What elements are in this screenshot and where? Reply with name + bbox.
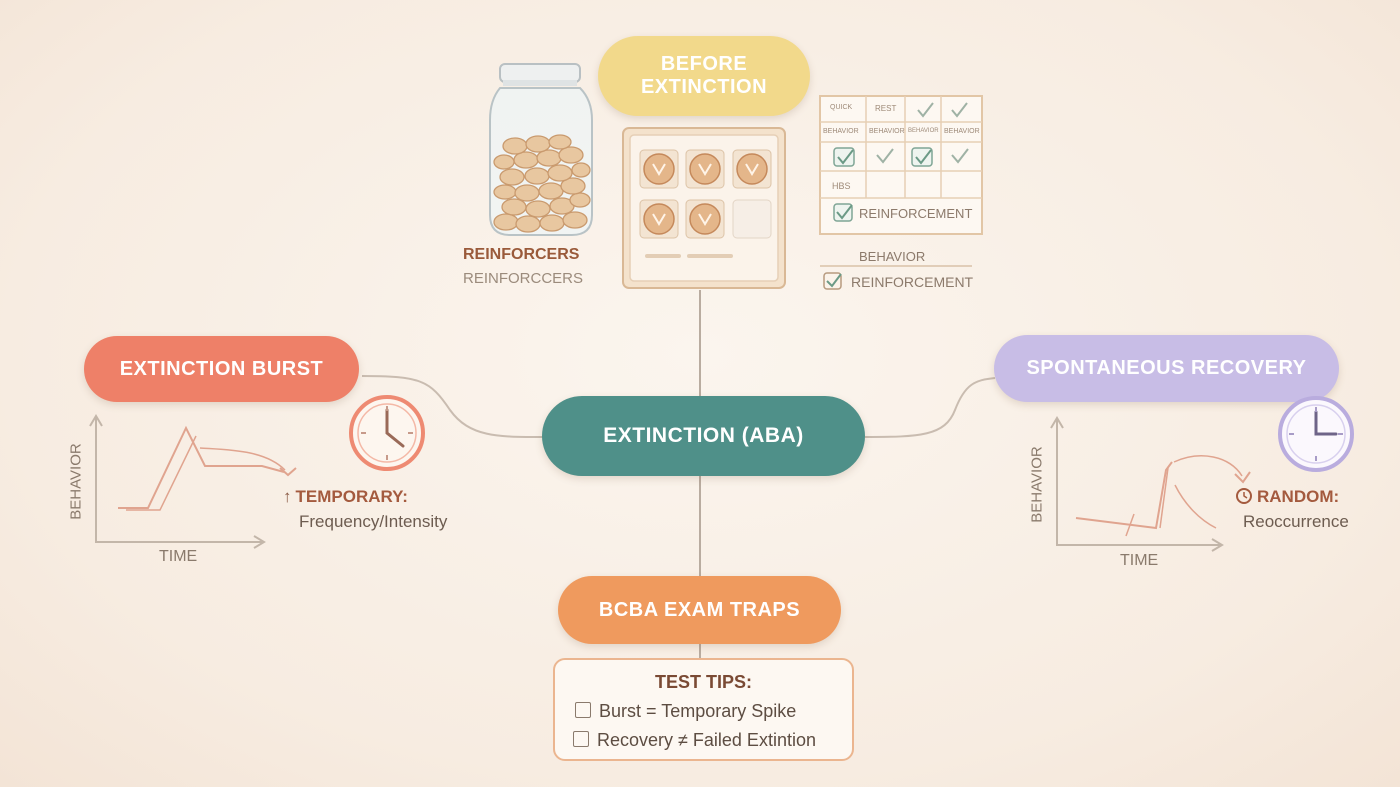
burst-note-title-text: TEMPORARY: (295, 487, 408, 506)
exam-traps-node[interactable]: BCBA EXAM TRAPS (558, 576, 841, 644)
tracker-header-3: BEHAVIOR (908, 128, 939, 134)
tracker-header-4: BEHAVIOR (944, 128, 980, 135)
before-title-line2: EXTINCTION (640, 76, 768, 98)
recovery-title: SPONTANEOUS RECOVERY (1026, 357, 1307, 379)
up-arrow-icon: ↑ (283, 487, 292, 506)
recovery-note-title: RANDOM: (1257, 487, 1340, 506)
before-extinction-node[interactable]: BEFORE EXTINCTION (598, 36, 810, 116)
checkbox-icon[interactable] (575, 702, 591, 718)
burst-note-body: Frequency/Intensity (299, 512, 448, 531)
tracker-mark-1: QUICK (830, 104, 853, 111)
test-tip-2-text: Recovery ≠ Failed Extintion (597, 730, 816, 750)
caption-reinforcement: REINFORCEMENT (851, 274, 974, 290)
test-tips-title: TEST TIPS: (654, 672, 752, 692)
checkbox-icon[interactable] (573, 731, 589, 747)
tracker-header-2: BEHAVIOR (869, 128, 905, 135)
burst-title: EXTINCTION BURST (119, 357, 324, 380)
tracker-mark-2: REST (875, 104, 897, 113)
traps-title: BCBA EXAM TRAPS (598, 598, 801, 621)
test-tip-2[interactable]: Recovery ≠ Failed Extintion (573, 730, 816, 751)
tracker-header-1: BEHAVIOR (823, 128, 859, 135)
test-tip-1[interactable]: Burst = Temporary Spike (575, 701, 796, 722)
recovery-note-body: Reoccurrence (1243, 512, 1349, 531)
before-title-line1: BEFORE (660, 53, 748, 75)
test-tips-card: TEST TIPS: Burst = Temporary Spike Recov… (553, 658, 854, 761)
test-tip-1-text: Burst = Temporary Spike (599, 701, 797, 721)
caption-behavior: BEHAVIOR (859, 249, 926, 264)
tracker-footer: REINFORCEMENT (859, 206, 973, 221)
jar-label-secondary: REINFORCCERS (463, 270, 584, 287)
extinction-burst-node[interactable]: EXTINCTION BURST (84, 336, 359, 402)
jar-label-primary: REINFORCERS (463, 246, 580, 263)
recovery-x-axis-label: TIME (1120, 552, 1159, 569)
center-label: EXTINCTION (ABA) (603, 424, 804, 447)
burst-x-axis-label: TIME (159, 548, 198, 565)
center-node[interactable]: EXTINCTION (ABA) (542, 396, 865, 476)
tracker-row-label: HBS (832, 181, 851, 191)
spontaneous-recovery-node[interactable]: SPONTANEOUS RECOVERY (994, 335, 1339, 402)
burst-note-title: ↑TEMPORARY: (283, 487, 408, 507)
